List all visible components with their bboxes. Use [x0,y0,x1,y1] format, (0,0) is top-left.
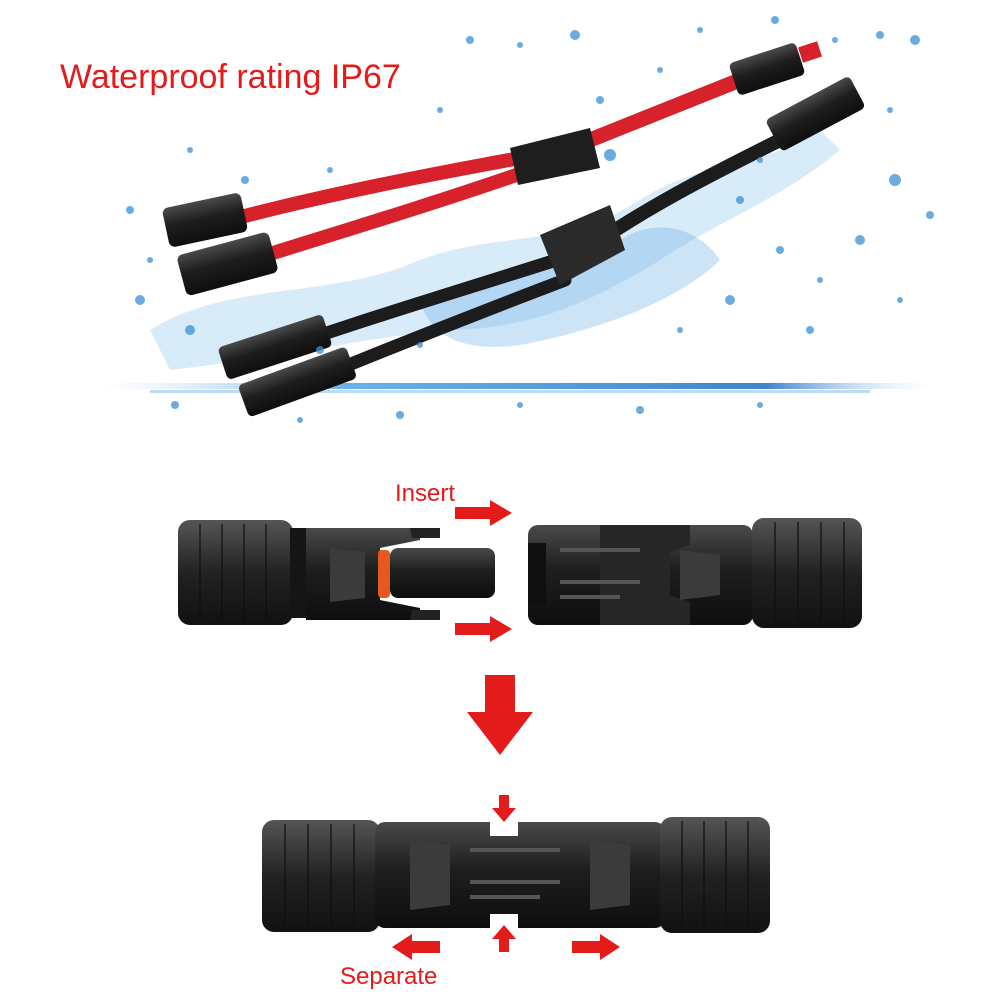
black-cable-trunk [593,128,797,247]
insert-arrows [455,500,512,642]
red-y-junction [510,128,600,185]
latch-gap-top [490,822,518,836]
arrow-down-icon [467,675,533,755]
joined-left-nut [262,820,380,932]
arrow-down-icon [492,795,516,822]
latch-gap-bottom [490,914,518,928]
arrow-right-icon [572,934,620,960]
male-connector [178,520,495,625]
joined-right-nut [660,817,770,933]
connectors-separated [178,500,862,755]
water-splash-inner [420,227,720,347]
water-reflection [150,390,870,393]
separate-label: Separate [340,963,438,990]
connector-red-2 [177,232,278,296]
o-ring [378,550,390,598]
male-pin [390,548,495,598]
insert-label: Insert [395,480,456,507]
connector-red-1 [162,193,248,247]
female-nut [752,518,862,628]
arrow-left-icon [392,934,440,960]
red-cable-trunk [582,72,748,148]
arrow-up-icon [492,925,516,952]
embossed-text [560,548,640,599]
y-branch-cable-photo [95,16,935,423]
arrow-right-icon [455,500,512,526]
connector-black-2 [239,347,356,417]
water-surface [95,383,935,389]
arrow-right-icon [455,616,512,642]
connectors-joined [262,795,770,960]
black-y-junction [540,205,625,285]
connector-red-trunk [729,41,822,95]
water-splash [150,130,840,370]
water-droplets [126,16,934,423]
female-connector [528,518,862,628]
connector-black-1 [218,315,332,379]
connector-black-trunk [766,77,865,151]
page-title: Waterproof rating IP67 [60,58,401,96]
male-nut [178,520,293,625]
